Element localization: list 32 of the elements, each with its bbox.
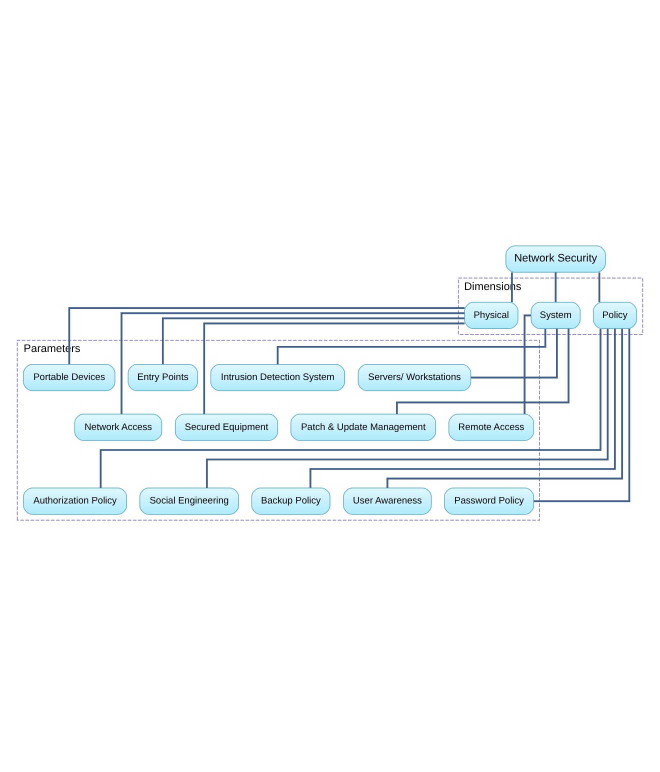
connector xyxy=(524,314,531,414)
connector xyxy=(100,328,602,488)
node-box: Entry Points xyxy=(128,364,198,392)
node-box: Secured Equipment xyxy=(174,414,278,441)
node-box: Portable Devices xyxy=(23,364,116,392)
connector xyxy=(554,272,557,302)
node-box: Patch & Update Management xyxy=(290,414,436,441)
connector xyxy=(310,328,616,488)
connector xyxy=(386,328,623,488)
node-box: Backup Policy xyxy=(251,488,330,515)
connector xyxy=(396,328,570,414)
node-box: System xyxy=(530,302,581,329)
connector xyxy=(471,328,558,378)
connector xyxy=(120,312,464,414)
connector xyxy=(203,322,465,414)
connector xyxy=(534,328,630,502)
node-box: Remote Access xyxy=(448,414,534,441)
node-box: User Awareness xyxy=(343,488,432,515)
connector xyxy=(276,328,546,364)
node-box: Social Engineering xyxy=(139,488,239,515)
connector xyxy=(162,317,464,364)
connector xyxy=(598,272,600,302)
node-box: Authorization Policy xyxy=(23,488,128,515)
connector xyxy=(206,328,609,488)
connector xyxy=(68,307,465,364)
node-box: Policy xyxy=(592,302,637,329)
node-box: Physical xyxy=(464,302,518,329)
node-box: Network Access xyxy=(74,414,162,441)
node-box: Network Security xyxy=(506,246,606,273)
node-box: Intrusion Detection System xyxy=(210,364,345,392)
node-box: Servers/ Workstations xyxy=(358,364,472,392)
node-box: Password Policy xyxy=(444,488,534,515)
